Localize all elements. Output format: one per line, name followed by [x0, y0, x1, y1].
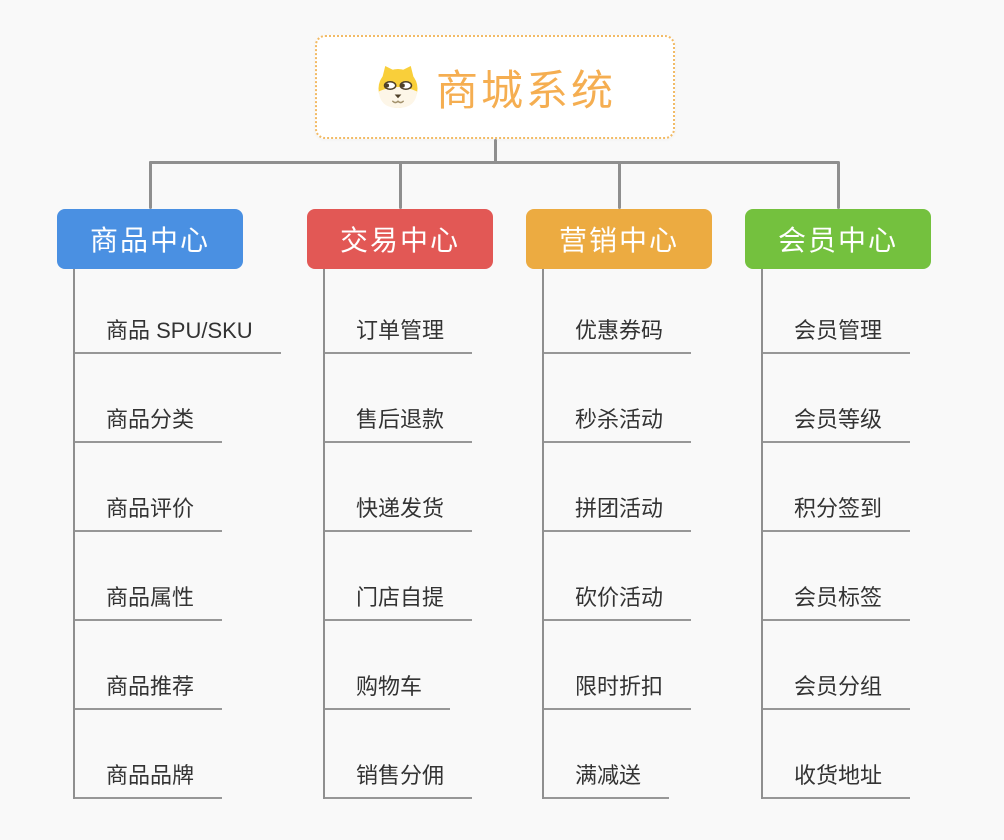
branch-label: 营销中心 [558, 225, 679, 256]
branch-children: 会员管理 会员等级 积分签到 会员标签 会员分组 收货地址 [761, 269, 931, 799]
branch-node-trade[interactable]: 交易中心 [307, 209, 493, 269]
leaf-row: 商品分类 [73, 354, 281, 443]
branch-label: 商品中心 [89, 225, 210, 256]
leaf-node[interactable]: 商品评价 [73, 495, 223, 532]
leaf-node[interactable]: 会员标签 [761, 584, 911, 621]
branch-node-members[interactable]: 会员中心 [745, 209, 931, 269]
dog-face-icon [374, 63, 422, 111]
leaf-row: 商品 SPU/SKU [73, 269, 281, 354]
leaf-row: 销售分佣 [323, 710, 493, 799]
leaf-row: 商品品牌 [73, 710, 281, 799]
leaf-node[interactable]: 会员管理 [761, 317, 911, 354]
leaf-node[interactable]: 满减送 [542, 762, 670, 799]
leaf-node[interactable]: 收货地址 [761, 762, 911, 799]
connector-bus [149, 161, 839, 164]
leaf-row: 会员管理 [761, 269, 931, 354]
leaf-node[interactable]: 商品推荐 [73, 673, 223, 710]
branch-column-products: 商品中心 商品 SPU/SKU 商品分类 商品评价 商品属性 商品推荐 商品品牌 [57, 209, 281, 799]
branch-column-trade: 交易中心 订单管理 售后退款 快递发货 门店自提 购物车 销售分佣 [307, 209, 493, 799]
connector-drop-4 [837, 161, 840, 209]
leaf-node[interactable]: 售后退款 [323, 406, 473, 443]
branch-node-marketing[interactable]: 营销中心 [526, 209, 712, 269]
leaf-row: 会员标签 [761, 532, 931, 621]
leaf-row: 秒杀活动 [542, 354, 712, 443]
leaf-node[interactable]: 会员等级 [761, 406, 911, 443]
leaf-node[interactable]: 快递发货 [323, 495, 473, 532]
leaf-node[interactable]: 销售分佣 [323, 762, 473, 799]
leaf-row: 购物车 [323, 621, 493, 710]
connector-drop-1 [149, 161, 152, 209]
leaf-row: 商品推荐 [73, 621, 281, 710]
leaf-node[interactable]: 会员分组 [761, 673, 911, 710]
leaf-row: 门店自提 [323, 532, 493, 621]
leaf-row: 会员分组 [761, 621, 931, 710]
leaf-node[interactable]: 拼团活动 [542, 495, 692, 532]
branch-column-members: 会员中心 会员管理 会员等级 积分签到 会员标签 会员分组 收货地址 [745, 209, 931, 799]
branch-label: 交易中心 [339, 225, 460, 256]
leaf-node[interactable]: 商品品牌 [73, 762, 223, 799]
leaf-row: 限时折扣 [542, 621, 712, 710]
connector-root-drop [494, 139, 497, 164]
leaf-node[interactable]: 商品 SPU/SKU [73, 317, 281, 354]
root-node[interactable]: 商城系统 [315, 35, 675, 139]
leaf-node[interactable]: 购物车 [323, 673, 451, 710]
root-title: 商城系统 [435, 66, 616, 114]
leaf-row: 满减送 [542, 710, 712, 799]
leaf-row: 订单管理 [323, 269, 493, 354]
branch-column-marketing: 营销中心 优惠券码 秒杀活动 拼团活动 砍价活动 限时折扣 满减送 [526, 209, 712, 799]
branch-label: 会员中心 [777, 225, 898, 256]
leaf-node[interactable]: 积分签到 [761, 495, 911, 532]
leaf-row: 商品评价 [73, 443, 281, 532]
leaf-node[interactable]: 限时折扣 [542, 673, 692, 710]
leaf-row: 积分签到 [761, 443, 931, 532]
leaf-row: 拼团活动 [542, 443, 712, 532]
leaf-node[interactable]: 秒杀活动 [542, 406, 692, 443]
leaf-node[interactable]: 门店自提 [323, 584, 473, 621]
leaf-node[interactable]: 优惠券码 [542, 317, 692, 354]
connector-drop-2 [399, 161, 402, 209]
leaf-node[interactable]: 砍价活动 [542, 584, 692, 621]
leaf-row: 会员等级 [761, 354, 931, 443]
leaf-node[interactable]: 订单管理 [323, 317, 473, 354]
leaf-row: 砍价活动 [542, 532, 712, 621]
leaf-node[interactable]: 商品分类 [73, 406, 223, 443]
branch-children: 商品 SPU/SKU 商品分类 商品评价 商品属性 商品推荐 商品品牌 [73, 269, 281, 799]
branch-children: 订单管理 售后退款 快递发货 门店自提 购物车 销售分佣 [323, 269, 493, 799]
leaf-row: 售后退款 [323, 354, 493, 443]
leaf-row: 优惠券码 [542, 269, 712, 354]
leaf-row: 商品属性 [73, 532, 281, 621]
branch-children: 优惠券码 秒杀活动 拼团活动 砍价活动 限时折扣 满减送 [542, 269, 712, 799]
leaf-row: 收货地址 [761, 710, 931, 799]
leaf-node[interactable]: 商品属性 [73, 584, 223, 621]
leaf-row: 快递发货 [323, 443, 493, 532]
branch-node-products[interactable]: 商品中心 [57, 209, 243, 269]
connector-drop-3 [618, 161, 621, 209]
